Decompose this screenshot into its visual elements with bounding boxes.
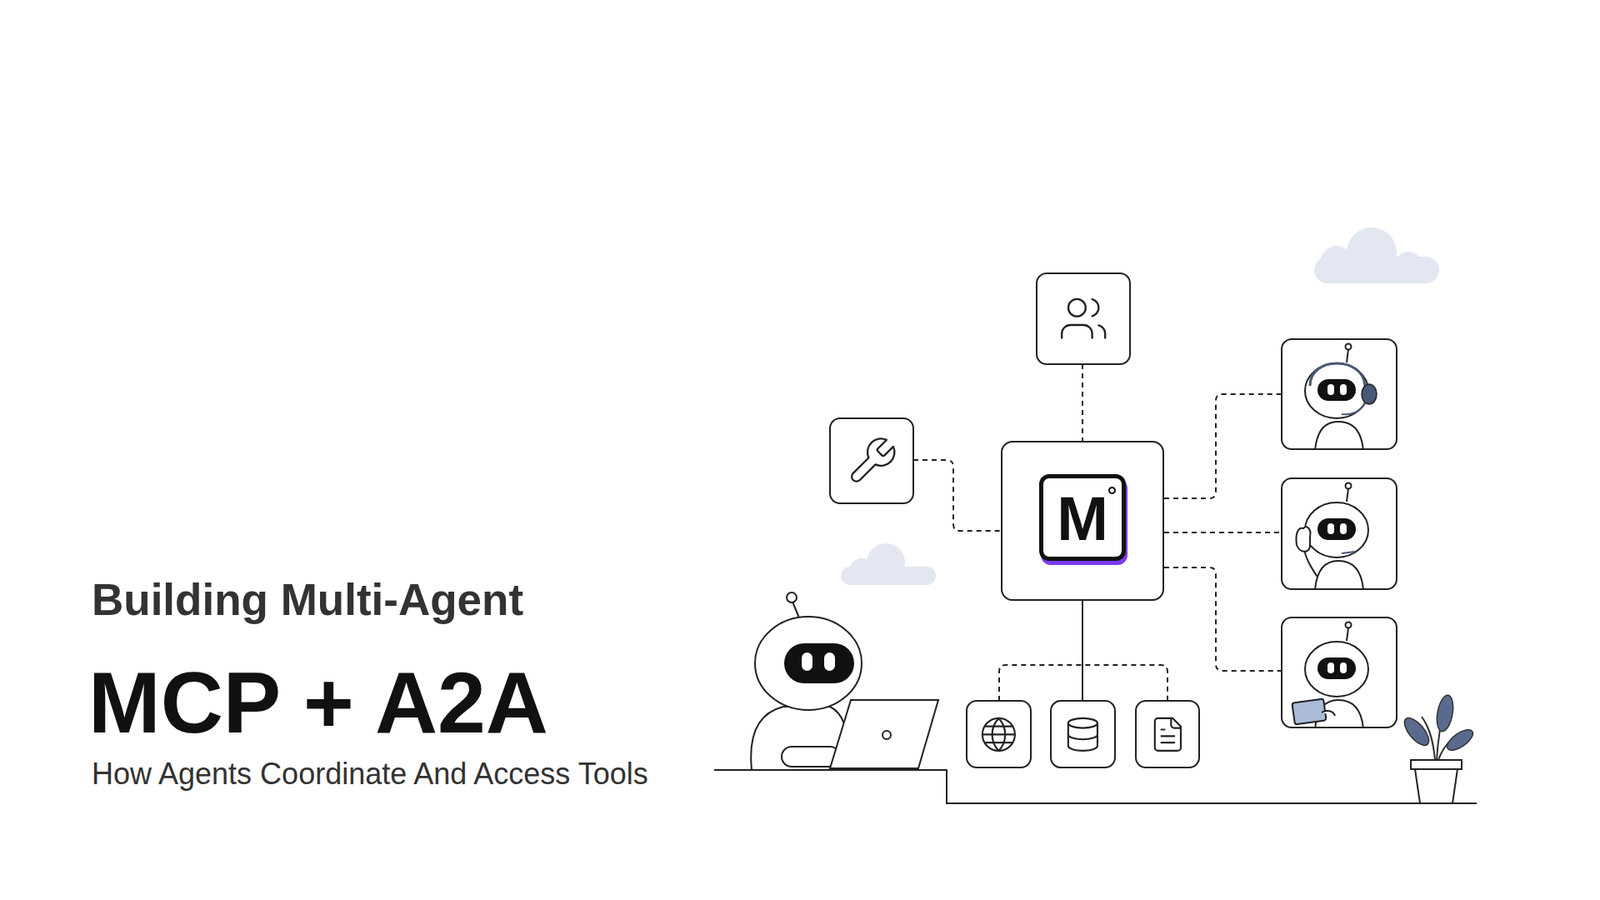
- icon-stroke: [1068, 718, 1098, 729]
- laptop-screen: [830, 700, 939, 769]
- headset-mic: [1341, 402, 1365, 415]
- headset-ear: [1361, 384, 1377, 405]
- dashed-wire: [1081, 364, 1084, 441]
- tablet: [1291, 698, 1326, 725]
- dashed-wire: [1164, 567, 1282, 671]
- cloud-part: [866, 543, 905, 582]
- headline-text: MCP + A2A: [88, 655, 549, 750]
- logo-dot: [1108, 486, 1116, 495]
- dashed-wire: [1164, 394, 1282, 499]
- pot-rim: [1410, 760, 1462, 770]
- dashed-wire: [1164, 531, 1282, 534]
- file-icon: [1155, 718, 1181, 751]
- icon-stroke: [851, 438, 895, 481]
- database-icon: [1068, 718, 1098, 751]
- agent-box-border: [1281, 478, 1397, 590]
- potted-plant: [1400, 694, 1476, 804]
- caption-text: How Agents Coordinate And Access Tools: [91, 757, 649, 791]
- icon-stroke: [1068, 299, 1086, 317]
- plant-leaf: [1444, 725, 1477, 755]
- dashed-wires: [913, 364, 1282, 701]
- plant-leaf: [1434, 694, 1455, 733]
- solid-wire: [1081, 600, 1084, 701]
- agent-box-border: [1281, 617, 1397, 728]
- robot-hand: [1295, 526, 1310, 551]
- cloud-part: [1346, 227, 1397, 278]
- icon-box: [1050, 700, 1115, 768]
- icon-box: [830, 418, 914, 504]
- robot-antenna-tip: [786, 592, 797, 603]
- agent-box: [1281, 339, 1397, 451]
- cloud-part: [850, 558, 874, 582]
- icon-box: [966, 700, 1031, 768]
- robot-head: [755, 616, 862, 710]
- agent-robot: [1305, 344, 1377, 450]
- robot-eye: [824, 652, 835, 671]
- robot-mouth: [1341, 551, 1355, 554]
- hub-box: M: [1000, 440, 1165, 601]
- plant-leaf: [1400, 714, 1434, 750]
- icon-stroke: [1098, 325, 1105, 338]
- icon-stroke: [1170, 718, 1181, 729]
- users-icon: [1061, 299, 1105, 339]
- cloud: [1314, 227, 1440, 284]
- icon-stroke: [1061, 325, 1092, 339]
- cloud-part: [1395, 251, 1422, 279]
- robot-visor: [784, 643, 855, 684]
- headset-band: [1310, 363, 1365, 386]
- robot-figure: [1305, 344, 1369, 450]
- icon-stroke: [1068, 723, 1098, 751]
- wrench-icon: [851, 438, 895, 481]
- robot-figure: [1305, 483, 1369, 590]
- laptop-robot: [750, 592, 939, 770]
- icon-stroke: [982, 733, 1015, 735]
- robot-hand: [1321, 710, 1335, 716]
- icon-box: [1036, 273, 1130, 365]
- cloud-part: [1320, 245, 1353, 278]
- agent-robot: [1295, 483, 1369, 590]
- icon-stroke: [982, 718, 1015, 751]
- agent-box-fill: [1281, 478, 1397, 590]
- agent-robot: [1291, 622, 1369, 729]
- ground-line: [714, 770, 1477, 804]
- icon-stroke: [1092, 299, 1100, 316]
- robot-eye: [801, 652, 813, 671]
- icon-stroke: [1068, 734, 1098, 740]
- icon-stroke: [1155, 718, 1181, 751]
- cloud: [840, 543, 936, 585]
- dashed-wire: [913, 460, 1001, 531]
- agent-box: [1281, 617, 1397, 730]
- pot: [1415, 769, 1458, 804]
- icon-box: [1135, 700, 1200, 768]
- title-text: Building Multi-Agent: [91, 575, 524, 625]
- icon-stroke: [985, 726, 1012, 744]
- agent-box-border: [1281, 339, 1397, 450]
- laptop-logo: [882, 730, 891, 740]
- agent-box: [1281, 478, 1397, 590]
- icon-stroke: [1161, 730, 1175, 744]
- globe-icon: [982, 718, 1015, 751]
- logo-letter: M: [1042, 479, 1123, 560]
